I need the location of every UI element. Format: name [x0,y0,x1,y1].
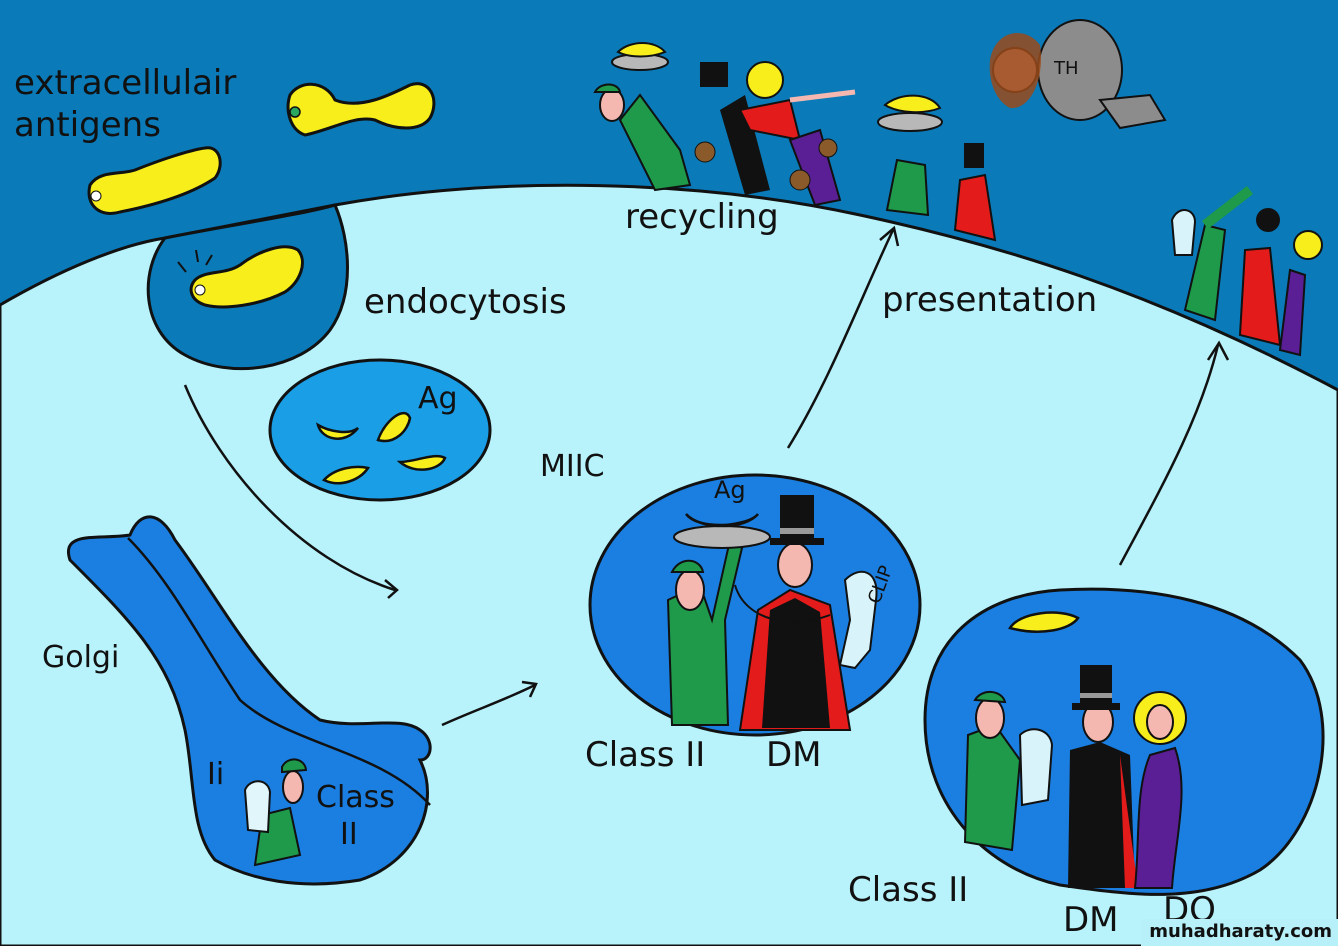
dm-character-late [1068,665,1138,888]
serving-tray [673,525,771,549]
label-class-ii-golgi-line2: II [340,817,358,852]
arrow-presentation [1118,340,1230,566]
arrow-endocytosis-to-miic [183,384,399,599]
dm-character-miic [734,495,878,731]
label-class-ii-late: Class II [848,870,969,910]
golgi-apparatus [66,515,432,886]
label-ag-miic: Ag [714,476,746,504]
antigen-swimming [87,146,222,215]
label-extracellular-antigens-line2: antigens [14,105,161,145]
class-ii-character-miic [666,513,771,726]
label-presentation: presentation [882,280,1098,320]
watermark: muhadharaty.com [1141,919,1338,946]
antigen-flying [286,82,436,137]
label-extracellular-antigens-line1: extracellulair [14,63,237,103]
arrow-golgi-to-miic [441,680,538,727]
label-recycling: recycling [625,197,779,237]
label-class-ii-miic: Class II [585,735,706,775]
class-ii-character-golgi [243,758,308,867]
presentation-group [1170,186,1323,357]
antigen-endocytosed [177,245,304,309]
clip-cloth [838,570,878,670]
label-dm-late: DM [1063,900,1119,940]
do-character-late [1133,691,1187,889]
label-class-ii-golgi-line1: Class [316,780,395,815]
class-ii-character-late [963,691,1054,852]
arrow-recycling [786,225,900,449]
label-th: TH [1054,58,1079,79]
label-ag-endosome: Ag [418,381,458,416]
label-golgi: Golgi [42,640,120,675]
late-compartment [923,587,1325,896]
golgi-cisterna-line [127,537,431,806]
released-antigen [1008,611,1080,633]
antigen-fragments [316,411,447,485]
recycling-group [593,42,997,242]
label-miic: MIIC [540,449,605,484]
antigen-on-tray [685,513,759,528]
label-dm-miic: DM [766,735,822,775]
label-endocytosis: endocytosis [364,282,567,322]
label-ii: Ii [207,757,225,792]
t-helper-cell-character [989,19,1167,130]
